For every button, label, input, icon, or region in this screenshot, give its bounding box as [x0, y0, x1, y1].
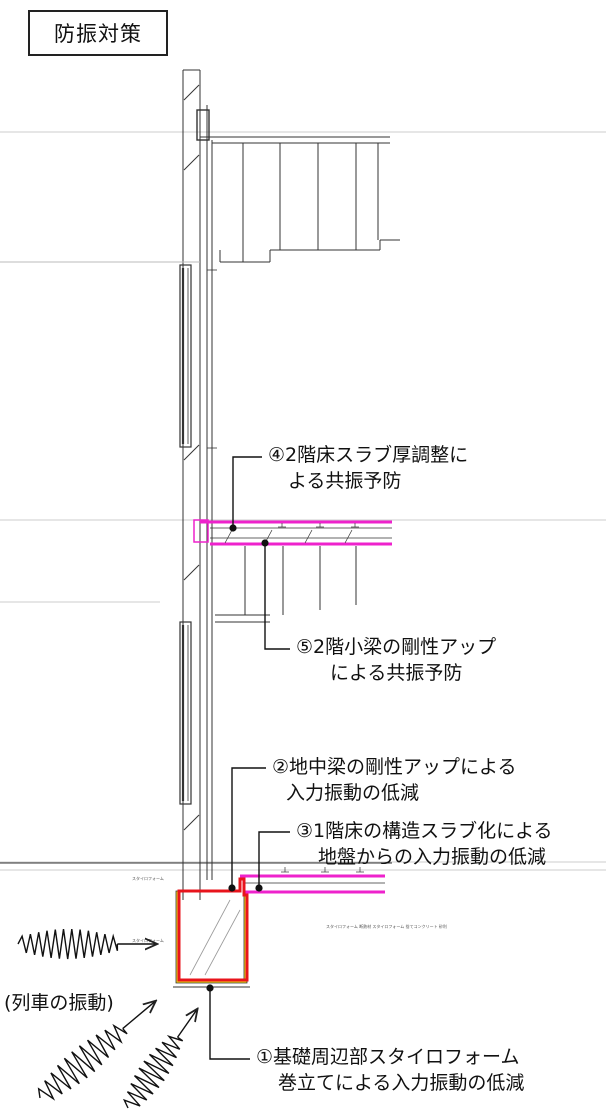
train-vibration-label: (列車の振動)	[4, 992, 114, 1014]
annotation-1-line1: ①基礎周辺部スタイロフォーム	[256, 1046, 520, 1068]
annotation-5-line2: による共振予防	[330, 662, 463, 684]
title-box: 防振対策	[28, 10, 168, 56]
annotation-3: ③1階床の構造スラブ化による 地盤からの入力振動の低減	[296, 818, 553, 870]
annotation-5-line1: ⑤2階小梁の剛性アップ	[296, 636, 497, 658]
annotation-4: ④2階床スラブ厚調整に よる共振予防	[268, 442, 468, 494]
annotation-2: ②地中梁の剛性アップによる 入力振動の低減	[272, 754, 516, 806]
annotation-2-line2: 入力振動の低減	[286, 782, 420, 804]
vibration-wave-horizontal	[17, 929, 156, 960]
annotation-3-line1: ③1階床の構造スラブ化による	[296, 820, 553, 842]
annotation-4-line1: ④2階床スラブ厚調整に	[268, 444, 469, 466]
annotation-4-line2: よる共振予防	[288, 470, 402, 492]
exterior-wall	[182, 69, 213, 900]
annotation-2-line1: ②地中梁の剛性アップによる	[272, 756, 517, 778]
drawing-note-1: スタイロフォーム	[132, 875, 164, 881]
vibration-wave-diagonal-left	[37, 990, 164, 1101]
drawing-note-2: スタイロフォーム	[132, 937, 164, 943]
annotation-1-line2: 巻立てによる入力振動の低減	[278, 1072, 525, 1094]
drawing-note-3: スタイロフォーム 断熱材 スタイロフォーム 捨てコンクリート 砂利	[326, 923, 447, 929]
page-title: 防振対策	[54, 22, 142, 46]
leader-dots	[206, 524, 269, 992]
annotation-1: ①基礎周辺部スタイロフォーム 巻立てによる入力振動の低減	[256, 1044, 524, 1096]
upper-window	[179, 264, 217, 449]
second-floor-slab	[193, 519, 392, 546]
lower-window	[179, 621, 192, 805]
roof-structure	[0, 109, 400, 263]
leader-lines	[209, 456, 290, 1060]
vibration-wave-diagonal-right	[122, 1002, 209, 1109]
second-floor-ceiling	[0, 546, 357, 623]
foundation	[0, 862, 392, 988]
train-vibration-waves	[17, 929, 209, 1109]
level-lines	[0, 131, 606, 871]
annotation-3-line2: 地盤からの入力振動の低減	[318, 846, 547, 868]
annotation-5: ⑤2階小梁の剛性アップ による共振予防	[296, 634, 496, 686]
